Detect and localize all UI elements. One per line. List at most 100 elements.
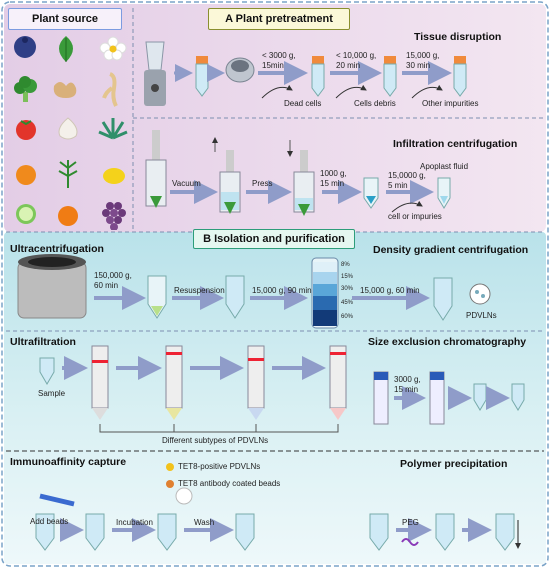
sample-tube-icon xyxy=(39,357,55,385)
step2-speed: < 10,000 g, xyxy=(336,51,377,60)
flower-icon xyxy=(99,36,127,61)
spin1-speed: 1000 g, xyxy=(320,169,347,178)
filter-column-icon xyxy=(91,345,109,420)
gradient-level-3: 30% xyxy=(341,286,354,292)
tube-icon xyxy=(495,513,515,551)
pretreatment-header: A Plant pretreatment xyxy=(208,8,350,30)
tube-icon xyxy=(225,275,245,319)
grape-icon xyxy=(102,202,126,230)
tube-icon xyxy=(437,177,451,209)
broccoli-icon xyxy=(14,76,37,102)
resuspension-label: Resuspension xyxy=(174,286,225,295)
ultra-spin1-time: 60 min xyxy=(94,281,119,290)
aloe-icon xyxy=(98,118,128,140)
garlic-icon xyxy=(58,117,78,140)
gradient-level-1: 8% xyxy=(341,262,350,268)
herb-icon xyxy=(58,160,78,188)
tube-icon xyxy=(35,513,55,551)
step3-time: 30 min xyxy=(406,61,431,70)
sec-column-icon xyxy=(373,371,389,425)
tube-icon xyxy=(85,513,105,551)
leaf-icon xyxy=(59,36,73,62)
legend-particles: TET8-positive PDVLNs xyxy=(178,462,261,471)
beads-pipette-icon xyxy=(39,493,75,507)
orange-icon xyxy=(16,165,36,185)
sec-column-icon xyxy=(429,371,445,425)
incubation-label: Incubation xyxy=(116,518,153,527)
tube-icon xyxy=(369,513,389,551)
density-gradient-heading: Density gradient centrifugation xyxy=(373,244,529,256)
cucumber-slice-icon xyxy=(16,204,36,224)
step3-waste: Other impurities xyxy=(422,99,479,108)
ultra-spin1-speed: 150,000 g, xyxy=(94,271,132,280)
syringe-press-icon xyxy=(219,150,241,214)
tube-icon xyxy=(511,383,525,411)
ultracentrifugation-heading: Ultracentrifugation xyxy=(10,243,104,255)
spin1-time: 15 min xyxy=(320,179,345,188)
subtypes-label: Different subtypes of PDVLNs xyxy=(162,436,269,445)
pretreatment-title: A Plant pretreatment xyxy=(225,13,333,25)
lemon-icon xyxy=(103,168,125,184)
isolation-header: B Isolation and purification xyxy=(193,229,355,249)
tube-icon xyxy=(147,275,167,319)
pdvln-magnifier-icon xyxy=(469,283,491,305)
immunoaffinity-heading: Immunoaffinity capture xyxy=(10,456,127,468)
tube-icon xyxy=(435,513,455,551)
blueberry-icon xyxy=(14,36,36,58)
polymer-heading: Polymer precipitation xyxy=(400,458,508,470)
centrifuge-icon xyxy=(225,57,255,83)
legend-beads: TET8 antibody coated beads xyxy=(178,479,281,488)
add-beads-label: Add beads xyxy=(30,517,69,526)
step2-time: 20 min xyxy=(336,61,361,70)
spin2-speed: 15,0000 g, xyxy=(388,171,426,180)
size-exclusion-heading: Size exclusion chromatography xyxy=(368,336,527,348)
tube-icon xyxy=(433,277,453,321)
blender-icon xyxy=(144,41,166,106)
infiltration-waste: cell or impuries xyxy=(388,212,442,221)
plant-icons-grid xyxy=(14,36,128,230)
tube-icon xyxy=(453,56,467,97)
vacuum-label: Vacuum xyxy=(172,179,201,188)
step2-waste: Cells debris xyxy=(354,99,396,108)
tube-icon xyxy=(157,513,177,551)
step1-waste: Dead cells xyxy=(284,99,322,108)
tube-icon xyxy=(195,56,209,97)
apoplast-label: Apoplast fluid xyxy=(420,162,469,171)
sec-speed: 3000 g, xyxy=(394,375,421,384)
filter-column-icon xyxy=(329,345,347,420)
gradient-level-4: 45% xyxy=(341,300,354,306)
step1-speed: < 3000 g, xyxy=(262,51,296,60)
peg-icon xyxy=(401,538,419,546)
tube-icon xyxy=(363,177,379,209)
infiltration-heading: Infiltration centrifugation xyxy=(393,138,518,150)
step3-speed: 15,000 g, xyxy=(406,51,440,60)
spin2-time: 5 min xyxy=(388,181,408,190)
press-label: Press xyxy=(252,179,273,188)
ginseng-icon xyxy=(102,72,118,107)
binding-zoom-icon xyxy=(175,487,193,505)
tube-icon xyxy=(311,56,325,97)
antibody-bead-icon xyxy=(166,480,174,488)
ultra-spin3: 15,000 g, 60 min xyxy=(360,286,420,295)
gradient-level-5: 60% xyxy=(341,314,354,320)
gradient-level-2: 15% xyxy=(341,274,354,280)
tube-icon xyxy=(473,383,487,411)
tube-icon xyxy=(383,56,397,97)
plant-source-header: Plant source xyxy=(8,8,122,30)
tissue-disruption-heading: Tissue disruption xyxy=(414,31,502,43)
filter-column-icon xyxy=(165,345,183,420)
sample-label: Sample xyxy=(38,389,66,398)
step1-time: 15min xyxy=(262,61,284,70)
plant-source-title: Plant source xyxy=(31,13,99,25)
tomato-icon xyxy=(16,120,36,140)
ultracentrifuge-icon xyxy=(17,254,87,319)
ultra-spin2: 15,000 g, 90 min xyxy=(252,286,312,295)
ginger-icon xyxy=(53,82,77,98)
pdvln-label: PDVLNs xyxy=(466,311,497,320)
ultrafiltration-heading: Ultrafiltration xyxy=(10,336,76,348)
orange-fruit-icon xyxy=(58,206,78,226)
tube-icon xyxy=(235,513,255,551)
gradient-tube-icon xyxy=(311,257,339,329)
peg-label: PEG xyxy=(402,518,419,527)
